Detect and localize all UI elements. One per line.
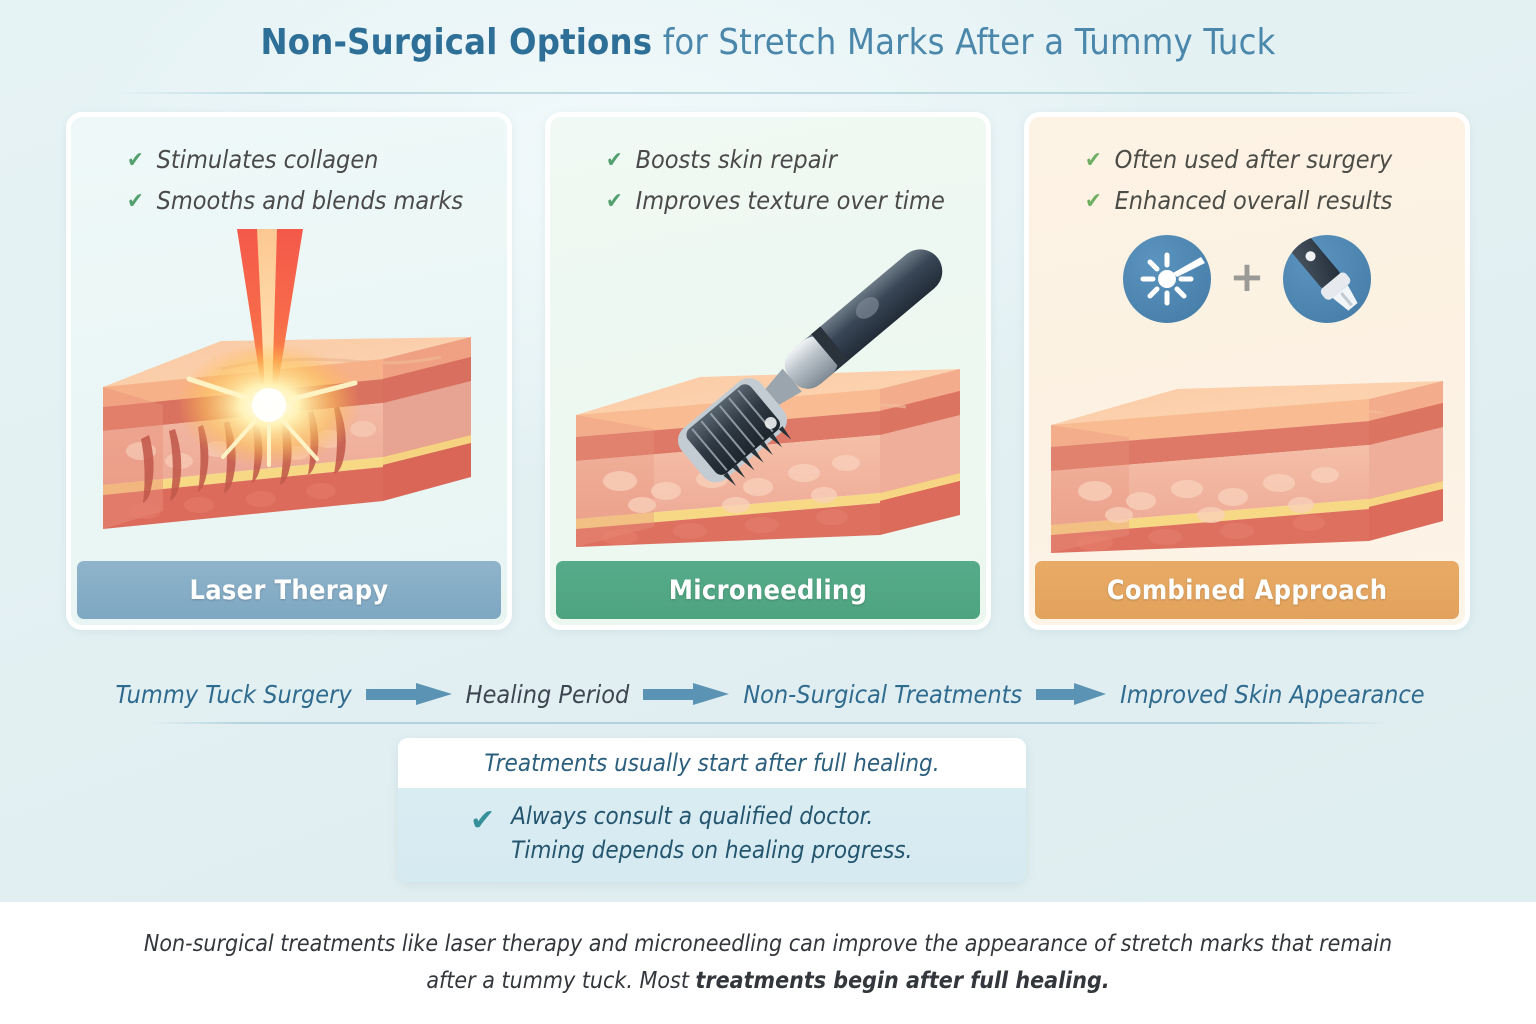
check-icon: ✔	[127, 189, 144, 214]
card-laser-bullets: ✔ Stimulates collagen ✔ Smooths and blen…	[71, 117, 507, 227]
title-divider	[112, 92, 1424, 94]
bullet-label: Boosts skin repair	[635, 145, 837, 174]
laser-badge-icon	[1123, 235, 1212, 323]
laser-illustration	[71, 227, 507, 561]
note-line: Always consult a qualified doctor.	[511, 802, 874, 830]
flow-divider	[150, 722, 1390, 724]
bullet-item: ✔ Improves texture over time	[606, 186, 986, 215]
bullet-label: Improves texture over time	[635, 186, 945, 215]
bullet-item: ✔ Stimulates collagen	[127, 145, 507, 174]
check-icon: ✔	[1085, 189, 1102, 214]
check-icon: ✔	[1085, 148, 1102, 173]
arrow-right-icon	[1036, 683, 1107, 705]
caption-emphasis: treatments begin after full healing.	[695, 968, 1110, 994]
flow-step-label: Non-Surgical Treatments	[743, 679, 1023, 709]
bullet-label: Smooths and blends marks	[156, 186, 464, 215]
page-title: Non-Surgical Options for Stretch Marks A…	[0, 22, 1536, 63]
check-icon: ✔	[470, 803, 496, 838]
check-icon: ✔	[606, 189, 623, 214]
card-combined-approach[interactable]: ✔ Often used after surgery ✔ Enhanced ov…	[1024, 112, 1470, 630]
bullet-item: ✔ Boosts skin repair	[606, 145, 986, 174]
card-combined-bullets: ✔ Often used after surgery ✔ Enhanced ov…	[1029, 117, 1465, 227]
process-flow: Tummy Tuck Surgery Healing Period Non-Su…	[115, 668, 1424, 720]
note-body: ✔ Always consult a qualified doctor. Tim…	[398, 788, 1026, 882]
bullet-label: Enhanced overall results	[1114, 186, 1393, 215]
bullet-label: Stimulates collagen	[156, 145, 379, 174]
card-microneedling-bullets: ✔ Boosts skin repair ✔ Improves texture …	[550, 117, 986, 227]
combined-badges: +	[1029, 235, 1465, 323]
treatment-cards: ✔ Stimulates collagen ✔ Smooths and blen…	[66, 112, 1470, 630]
arrow-right-icon	[643, 683, 730, 705]
combined-illustration: +	[1029, 227, 1465, 561]
note-heading: Treatments usually start after full heal…	[398, 738, 1026, 788]
check-icon: ✔	[127, 148, 144, 173]
card-footer-laser-therapy: Laser Therapy	[77, 561, 501, 619]
bullet-item: ✔ Smooths and blends marks	[127, 186, 507, 215]
arrow-right-icon	[365, 683, 452, 705]
note-line: Timing depends on healing progress.	[511, 836, 913, 864]
check-icon: ✔	[606, 148, 623, 173]
caption-text: Non-surgical treatments like laser thera…	[140, 926, 1396, 1001]
flow-step-label: Healing Period	[465, 679, 630, 709]
page-title-bold: Non-Surgical Options	[260, 22, 653, 63]
bullet-item: ✔ Enhanced overall results	[1085, 186, 1465, 215]
note-box: Treatments usually start after full heal…	[398, 738, 1026, 882]
plus-icon: +	[1229, 252, 1265, 301]
bullet-label: Often used after surgery	[1114, 145, 1393, 174]
page-title-rest: for Stretch Marks After a Tummy Tuck	[652, 22, 1276, 63]
caption-bar: Non-surgical treatments like laser thera…	[0, 902, 1536, 1024]
bullet-item: ✔ Often used after surgery	[1085, 145, 1465, 174]
device-badge-icon	[1282, 235, 1371, 323]
flow-step-label: Improved Skin Appearance	[1120, 679, 1425, 709]
card-laser-therapy[interactable]: ✔ Stimulates collagen ✔ Smooths and blen…	[66, 112, 512, 630]
note-lines: Always consult a qualified doctor. Timin…	[511, 802, 912, 864]
card-footer-microneedling: Microneedling	[556, 561, 980, 619]
card-microneedling[interactable]: ✔ Boosts skin repair ✔ Improves texture …	[545, 112, 991, 630]
card-footer-combined-approach: Combined Approach	[1035, 561, 1459, 619]
caption-lead: Non-surgical treatments like laser thera…	[143, 930, 1393, 994]
flow-step-label: Tummy Tuck Surgery	[115, 679, 352, 709]
microneedling-illustration	[550, 227, 986, 561]
